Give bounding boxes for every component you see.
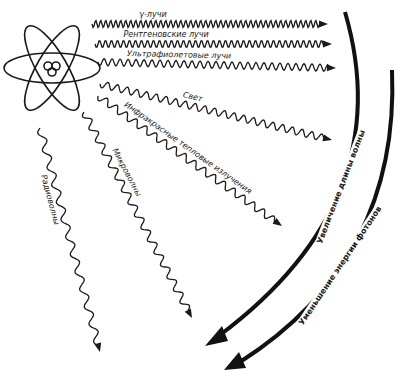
wave-label: Микроволны xyxy=(109,147,143,199)
wave-arrowhead xyxy=(322,135,332,142)
trend-arc xyxy=(240,70,392,362)
trend-label: Уменьшение энергии фотонов xyxy=(296,203,386,329)
wave-label: Свет xyxy=(182,90,204,104)
arc-arrowhead xyxy=(205,326,228,346)
trend-arc xyxy=(220,12,358,335)
atom xyxy=(4,19,100,117)
wave-line xyxy=(92,21,320,28)
orbit xyxy=(4,53,100,83)
wave-line xyxy=(95,41,324,47)
orbit xyxy=(15,19,89,117)
nucleus-particle xyxy=(48,68,56,76)
wave-label: Радиоволны xyxy=(38,174,61,226)
wave-line xyxy=(38,128,98,344)
wave-label: Ультрафиолетовые лучи xyxy=(127,49,231,62)
wave-line xyxy=(98,59,328,71)
arc-arrowhead xyxy=(224,352,246,370)
wave-arrowhead xyxy=(323,41,332,48)
orbit xyxy=(15,19,89,117)
wave-label: Рентгеновские лучи xyxy=(123,30,208,40)
wave-arrowhead xyxy=(185,308,192,318)
wave-line xyxy=(98,96,275,223)
wave-label: γ-лучи xyxy=(139,10,166,20)
wave-arrowhead xyxy=(94,342,101,352)
wave-label: Инфракрасные тепловые излучения xyxy=(122,100,253,197)
wave-arrowhead xyxy=(273,218,282,226)
wave-arrowhead xyxy=(327,64,336,71)
wave-arrowhead xyxy=(319,21,328,28)
waves-group xyxy=(38,21,336,353)
